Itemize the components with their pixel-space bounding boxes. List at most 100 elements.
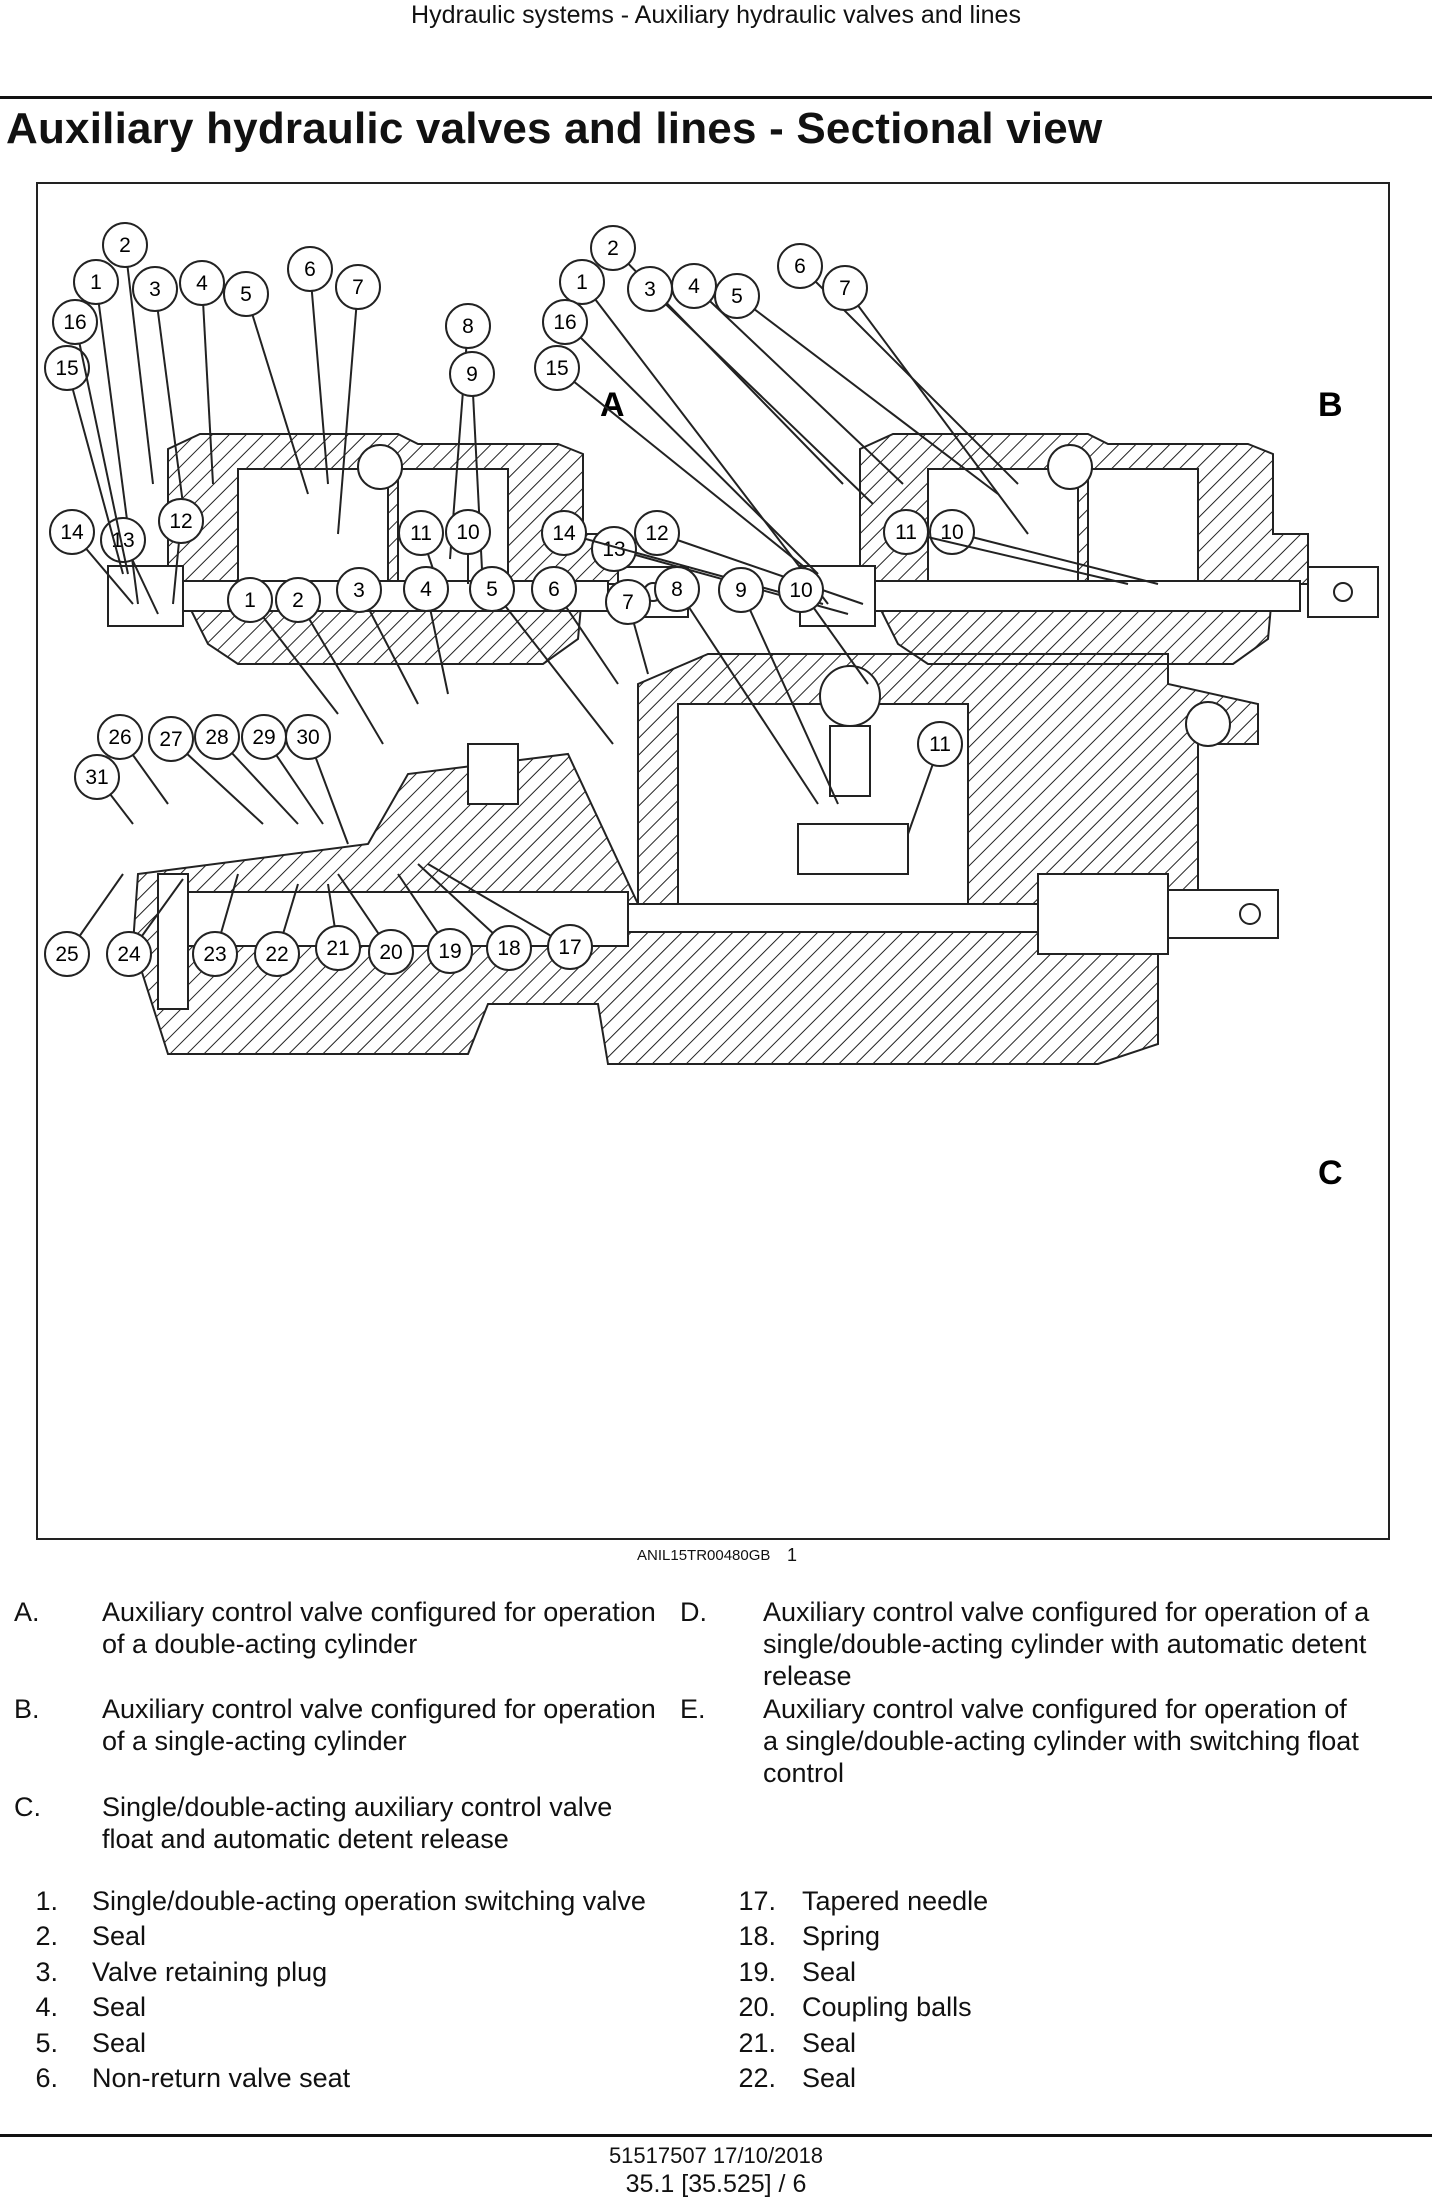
- callout-number: 11: [929, 733, 951, 756]
- part-name: Seal: [802, 2063, 857, 2093]
- callout-number: 5: [240, 283, 252, 306]
- callout-circle: [100, 517, 146, 563]
- callout-circle: [547, 924, 593, 970]
- callout-circle: [469, 566, 515, 612]
- callout-circle: [398, 510, 444, 556]
- legend-letter: E.: [680, 1694, 706, 1724]
- callout-circle: [192, 931, 238, 977]
- callout-number: 25: [55, 943, 78, 966]
- legend-text: a single/double-acting cylinder with swi…: [763, 1726, 1359, 1756]
- callout-circle: [445, 303, 491, 349]
- callout-number: 7: [352, 276, 364, 299]
- callout-circle: [148, 716, 194, 762]
- callout-circle: [718, 567, 764, 613]
- callout-leader-line: [736, 295, 999, 495]
- callout-leader-line: [249, 599, 339, 715]
- callout-leader-line: [337, 286, 359, 535]
- callout-number: 3: [149, 278, 161, 301]
- callout-leader-line: [471, 373, 484, 590]
- callout-number: 18: [497, 937, 520, 960]
- running-header: Hydraulic systems - Auxiliary hydraulic …: [411, 1, 1021, 29]
- callout-leader-line: [74, 321, 129, 575]
- callout-circle: [591, 526, 637, 572]
- footer-doc-ref: 51517507 17/10/2018: [608, 2143, 824, 2168]
- callout-number: 7: [839, 277, 851, 300]
- callout-number: 2: [607, 237, 619, 260]
- callout-circle: [254, 931, 300, 977]
- callout-leader-line: [297, 599, 384, 745]
- callout-circle: [315, 925, 361, 971]
- callout-number: 12: [645, 522, 668, 545]
- callout-number: 8: [671, 578, 683, 601]
- callout-circle: [285, 714, 331, 760]
- callout-number: 2: [119, 234, 131, 257]
- callout-number: 6: [304, 258, 316, 281]
- part-number: 4.: [35, 1992, 58, 2022]
- callout-circle: [671, 263, 717, 309]
- callout-number: 12: [169, 510, 192, 533]
- callout-circle: [275, 577, 321, 623]
- callout-number: 14: [552, 522, 576, 545]
- legend-letter: C.: [14, 1792, 41, 1822]
- legend-text: release: [763, 1661, 852, 1691]
- part-number: 21.: [738, 2028, 776, 2058]
- header-rule: [0, 96, 1432, 99]
- legend-text: Auxiliary control valve configured for o…: [102, 1597, 656, 1627]
- part-name: Seal: [92, 2028, 147, 2058]
- callout-leader-line: [905, 531, 1129, 585]
- part-name: Seal: [802, 2028, 857, 2058]
- figure-id: ANIL15TR00480GB: [637, 1547, 771, 1564]
- callout-number: 13: [602, 538, 625, 561]
- callout-circle: [335, 264, 381, 310]
- callout-number: 4: [688, 275, 700, 298]
- callout-leader-line: [649, 288, 874, 505]
- view-letters: A B C: [600, 386, 1343, 1192]
- callout-circle: [74, 754, 120, 800]
- callout-number: 16: [63, 311, 86, 334]
- legend-text: float and automatic detent release: [102, 1824, 509, 1854]
- callout-leader-line: [245, 293, 309, 495]
- callout-number: 11: [410, 522, 432, 545]
- callout-circle: [158, 498, 204, 544]
- callout-circle: [49, 509, 95, 555]
- callout-leader-line: [693, 285, 904, 485]
- callout-number: 8: [462, 315, 474, 338]
- callout-circle: [132, 266, 178, 312]
- callout-number: 4: [420, 578, 432, 601]
- callout-number: 15: [55, 357, 78, 380]
- callout-circle: [336, 567, 382, 613]
- callout-leader-line: [581, 281, 829, 605]
- callout-circle: [534, 345, 580, 391]
- callout-circle: [542, 299, 588, 345]
- part-name: Tapered needle: [802, 1886, 989, 1916]
- callout-circle: [531, 566, 577, 612]
- callout-circle: [449, 351, 495, 397]
- callout-circle: [73, 259, 119, 305]
- figure-number: 1: [787, 1545, 798, 1565]
- callout-number: 10: [456, 521, 479, 544]
- callout-number: 17: [558, 936, 581, 959]
- legend-text: Single/double-acting auxiliary control v…: [102, 1792, 613, 1822]
- callout-circle: [368, 929, 414, 975]
- callout-circle: [403, 566, 449, 612]
- part-number: 3.: [35, 1957, 58, 1987]
- callout-circle: [427, 928, 473, 974]
- view-c-drawing: [131, 653, 1279, 1065]
- part-name: Seal: [802, 1957, 857, 1987]
- callout-circle: [486, 925, 532, 971]
- callout-number: 20: [379, 941, 402, 964]
- callout-number: 19: [438, 940, 461, 963]
- callout-number: 23: [203, 943, 226, 966]
- callout-circle: [559, 259, 605, 305]
- callout-circle: [223, 271, 269, 317]
- callout-leader-line: [556, 367, 814, 575]
- part-number: 22.: [738, 2063, 776, 2093]
- callout-number: 3: [644, 278, 656, 301]
- part-name: Seal: [92, 1921, 147, 1951]
- callout-circle: [822, 265, 868, 311]
- footer-rule: [0, 2134, 1432, 2137]
- callout-circle: [883, 509, 929, 555]
- callout-number: 10: [940, 521, 963, 544]
- callout-leader-line: [676, 588, 819, 805]
